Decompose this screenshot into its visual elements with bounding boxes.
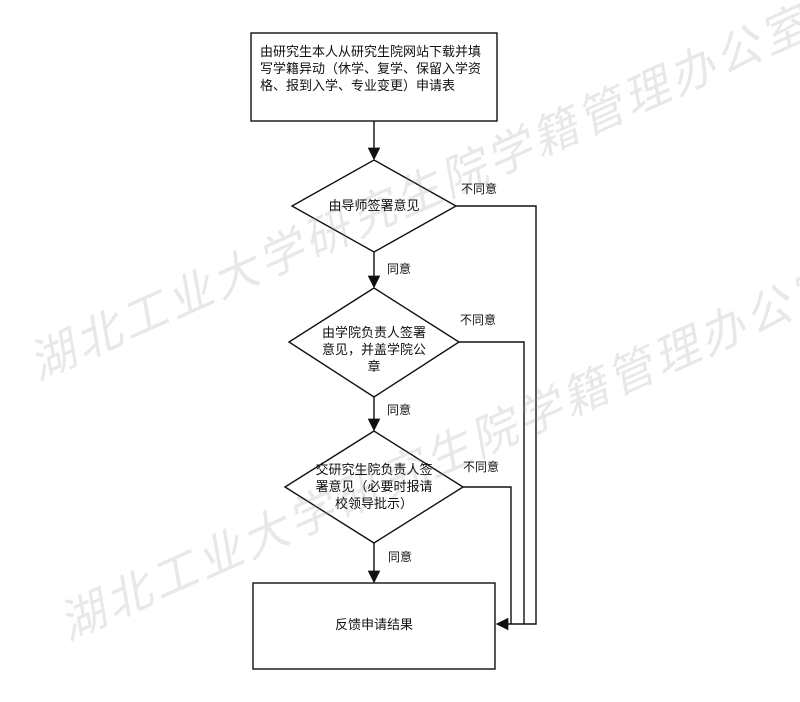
college-diamond-text: 由学院负责人签署意见，并盖学院公章	[321, 326, 426, 375]
agree-label-3: 同意	[388, 550, 413, 564]
disagree-label-1: 不同意	[461, 182, 498, 196]
result-box	[252, 582, 496, 670]
result-box-text: 反馈申请结果	[334, 618, 413, 633]
agree-label-2: 同意	[387, 403, 412, 417]
disagree-path-2	[459, 341, 525, 624]
graduate-school-diamond-text: 交研究生院负责人签署意见（必要时报请校领导批示）	[315, 463, 433, 512]
advisor-diamond-text: 由导师签署意见	[328, 199, 420, 214]
disagree-path-1	[456, 205, 537, 631]
agree-label-1: 同意	[387, 262, 412, 276]
disagree-label-3: 不同意	[463, 460, 500, 474]
disagree-path-3	[463, 486, 512, 624]
start-box-text: 由研究生本人从研究生院网站下载并填写学籍异动（休学、复学、保留入学资格、报到入学…	[260, 45, 482, 94]
disagree-label-2: 不同意	[460, 313, 497, 327]
